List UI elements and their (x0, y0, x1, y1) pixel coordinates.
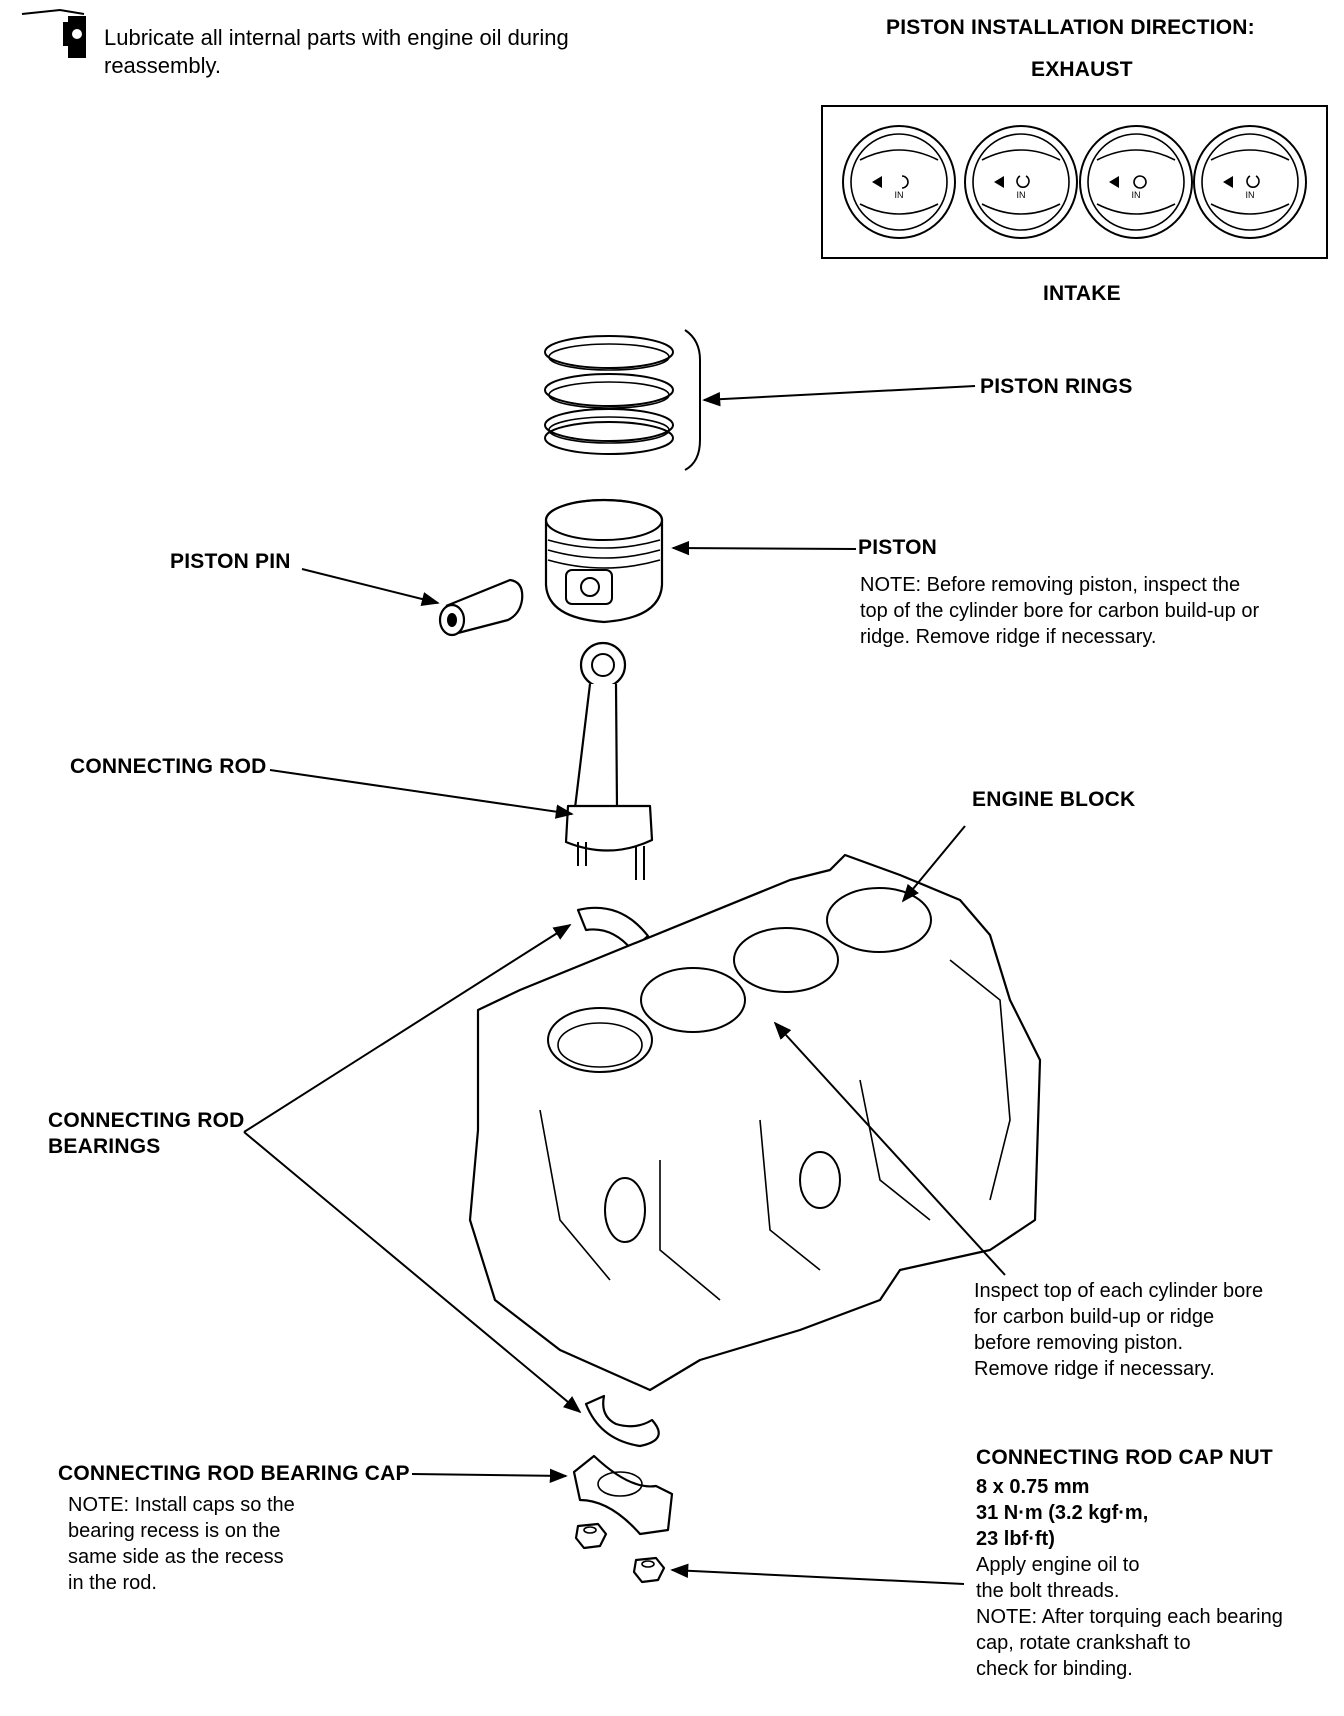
piston-top-2 (964, 125, 1078, 239)
piston-direction-title: PISTON INSTALLATION DIRECTION: (886, 16, 1255, 39)
rod-bearings-line2: BEARINGS (48, 1135, 161, 1158)
piston-note-line: ridge. Remove ridge if necessary. (860, 626, 1157, 648)
cap-nut-notes: Apply engine oil to the bolt threads. NO… (976, 1552, 1283, 1682)
lubricate-note-line1: Lubricate all internal parts with engine… (104, 25, 569, 50)
cap-nut-label: CONNECTING ROD CAP NUT (976, 1446, 1273, 1469)
engine-block (468, 853, 1042, 1392)
cap-nut-note-line: cap, rotate crankshaft to (976, 1632, 1191, 1654)
piston-pin-leader (301, 568, 440, 607)
exhaust-label: EXHAUST (1031, 58, 1133, 81)
bore-note-line: for carbon build-up or ridge (974, 1306, 1215, 1328)
cap-note: NOTE: Install caps so the bearing recess… (68, 1492, 295, 1596)
piston-label: PISTON (858, 536, 937, 559)
bearing-leader-lower (243, 1131, 582, 1414)
piston-top-4 (1193, 125, 1307, 239)
piston-pin-label: PISTON PIN (170, 550, 291, 573)
lower-bearing-shell (584, 1394, 660, 1448)
cap-note-line: NOTE: Install caps so the (68, 1494, 295, 1516)
cap-nut-note-line: the bolt threads. (976, 1580, 1120, 1602)
lubricate-note: Lubricate all internal parts with engine… (104, 24, 569, 80)
cap-nut-size: 8 x 0.75 mm (976, 1476, 1090, 1498)
in-mark-3: IN (1131, 190, 1141, 200)
piston (544, 498, 664, 624)
bore-note-line: Inspect top of each cylinder bore (974, 1280, 1264, 1302)
cap-nut-note-line: Apply engine oil to (976, 1554, 1140, 1576)
cap-note-line: in the rod. (68, 1572, 157, 1594)
piston-pin (438, 578, 524, 637)
in-mark-1: IN (894, 190, 904, 200)
bearing-cap-leader (411, 1468, 568, 1483)
engine-block-label: ENGINE BLOCK (972, 788, 1136, 811)
bearing-cap (572, 1454, 674, 1536)
piston-note-line: NOTE: Before removing piston, inspect th… (860, 574, 1241, 596)
piston-rings-leader (702, 385, 976, 407)
intake-label: INTAKE (1043, 282, 1121, 305)
bore-note-line: Remove ridge if necessary. (974, 1358, 1215, 1380)
connecting-rod-leader (269, 769, 574, 819)
lubricate-note-line2: reassembly. (104, 53, 221, 78)
cap-nut-spec: 8 x 0.75 mm 31 N·m (3.2 kgf·m, 23 lbf·ft… (976, 1474, 1148, 1552)
bearing-cap-label: CONNECTING ROD BEARING CAP (58, 1462, 410, 1485)
engine-block-leader (901, 825, 966, 903)
cap-nut-leader (670, 1563, 965, 1585)
piston-note-line: top of the cylinder bore for carbon buil… (860, 600, 1260, 622)
connecting-rod-label: CONNECTING ROD (70, 755, 267, 778)
cap-nut-2 (632, 1556, 666, 1584)
cap-nut-note-line: NOTE: After torquing each bearing (976, 1606, 1283, 1628)
piston-rings (544, 329, 701, 471)
piston-top-1 (842, 125, 956, 239)
bore-note-leader (773, 1021, 1006, 1276)
rod-bearings-line1: CONNECTING ROD (48, 1109, 245, 1132)
piston-top-3 (1079, 125, 1193, 239)
in-mark-2: IN (1016, 190, 1026, 200)
cap-note-line: bearing recess is on the (68, 1520, 281, 1542)
bearing-leader-upper (243, 924, 572, 1133)
in-mark-4: IN (1245, 190, 1255, 200)
upper-bearing-shell (576, 906, 650, 952)
piston-note: NOTE: Before removing piston, inspect th… (860, 572, 1259, 650)
cap-nut-1 (574, 1522, 608, 1550)
cap-nut-torque-2: 23 lbf·ft) (976, 1528, 1055, 1550)
piston-leader (671, 540, 857, 556)
rod-bearings-label: CONNECTING ROD BEARINGS (48, 1108, 244, 1160)
cap-nut-torque-1: 31 N·m (3.2 kgf·m, (976, 1502, 1149, 1524)
cap-note-line: same side as the recess (68, 1546, 284, 1568)
piston-direction-box (821, 105, 1328, 259)
piston-rings-label: PISTON RINGS (980, 375, 1133, 398)
cap-nut-note-line: check for binding. (976, 1658, 1133, 1680)
bore-note: Inspect top of each cylinder bore for ca… (974, 1278, 1263, 1382)
connecting-rod (564, 641, 654, 880)
oil-can-icon (21, 8, 86, 58)
bore-note-line: before removing piston. (974, 1332, 1184, 1354)
